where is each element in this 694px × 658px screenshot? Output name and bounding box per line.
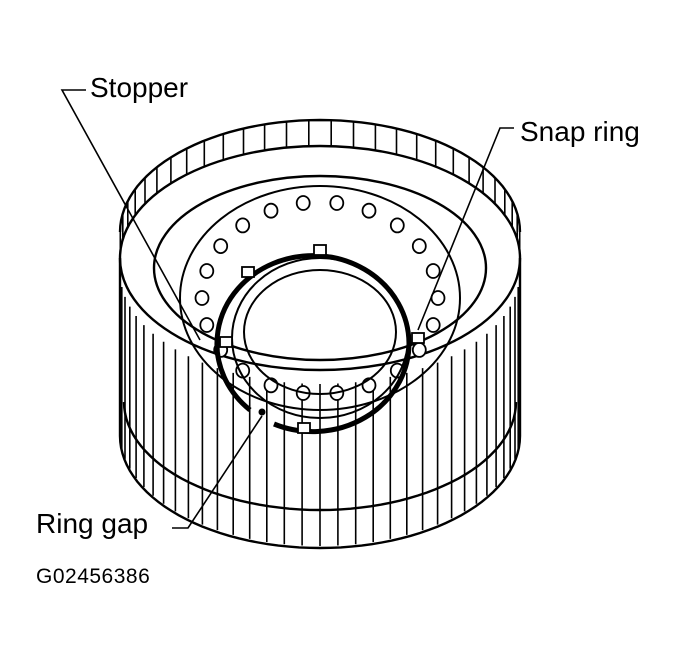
stopper-tab [219,336,233,348]
ring-gap-label: Ring gap [36,508,149,539]
drum-inner-step [152,174,488,362]
drum-bottom-rim [118,435,522,550]
plate-hole [389,217,405,234]
plate-hole [411,238,427,255]
snap-ring [214,244,425,435]
plate-hole [295,195,311,211]
stopper-leader [60,89,201,341]
stopper-label: Stopper [90,72,189,103]
bore-edge [243,269,397,395]
plate-outer [179,185,461,411]
plate-hole [199,317,215,333]
stopper-tab [313,244,327,256]
plate-holes [194,195,446,401]
ring-gap-marker [258,408,266,416]
plate-hole [425,317,441,333]
plate-hole [194,290,210,306]
plate-hole [213,238,229,255]
stopper-tab [411,332,425,344]
plate-hole [411,341,427,358]
plate-hole [329,195,345,211]
leader-lines [60,89,514,529]
plate-hole [263,202,279,219]
snap-ring-leader [417,127,514,331]
plate-hole [425,263,441,279]
plate-hole [361,202,377,219]
ring-gap-leader [172,415,263,529]
retaining-plate [179,185,461,411]
stopper-tab [241,266,255,278]
snap-ring-label: Snap ring [520,116,640,147]
figure-code: G02456386 [36,565,151,588]
drum-back-crown [118,118,522,233]
plate-hole [199,263,215,279]
stopper-tab [297,422,311,434]
clutch-drum [118,118,522,550]
plate-hole [235,217,251,234]
